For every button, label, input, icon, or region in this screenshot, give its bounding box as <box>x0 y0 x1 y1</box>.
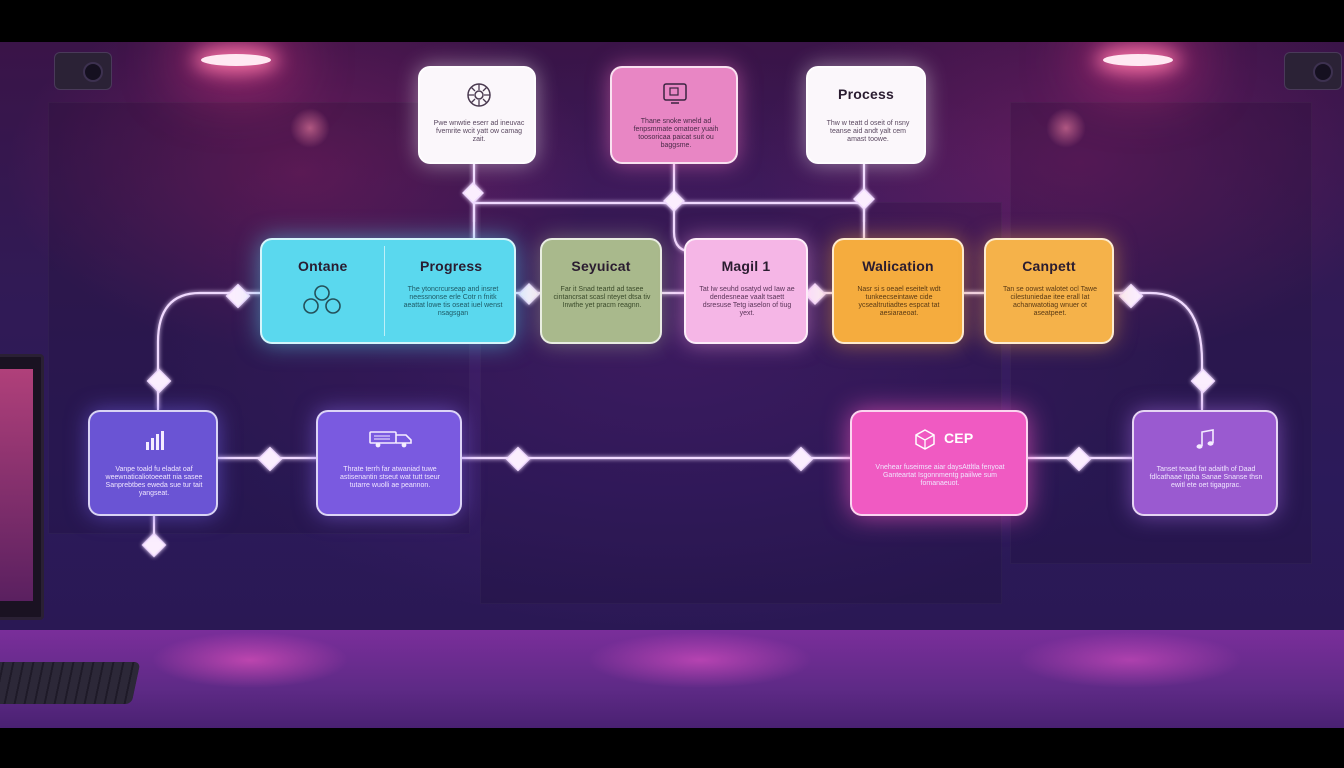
node-description: Nasr si s oeael eseitelt wdt tunkeecsein… <box>857 286 941 317</box>
node-top-center[interactable]: Thane snoke wneld ad fenpsmmate omatoer … <box>610 66 738 164</box>
junction-diamond <box>1066 446 1092 472</box>
junction-diamond <box>1190 368 1216 394</box>
node-seyuicat[interactable]: Seyuicat Far it Snad teartd ad tasee cin… <box>540 238 662 344</box>
node-description: Thrate terrh far atwaniad tuwe astisenan… <box>340 466 440 489</box>
node-description: Far it Snad teartd ad tasee cintancrsat … <box>553 286 651 309</box>
node-divider <box>384 246 385 336</box>
node-description: Thane snoke wneld ad fenpsmmate omatoer … <box>633 118 719 149</box>
node-title: Walication <box>862 258 934 274</box>
junction-diamond <box>1118 283 1144 309</box>
wire-group <box>152 162 1204 542</box>
node-description: The ytoncrcurseap and insret neessnonse … <box>403 286 503 317</box>
node-description: Vnehear fuseimse aiar daysAttltla fenyoa… <box>875 464 1005 487</box>
node-magil[interactable]: Magil 1 Tat Iw seuhd osatyd wd Iaw ae de… <box>684 238 808 344</box>
desk-surface <box>0 630 1344 728</box>
truck-icon <box>369 431 412 448</box>
node-title: Progress <box>420 258 483 274</box>
projector-right <box>1284 52 1342 90</box>
node-bottom-4[interactable]: Tanset teaad fat adaitlh of Daad fdlcath… <box>1132 410 1278 516</box>
junction-diamond <box>518 283 540 305</box>
junction-diamond <box>788 446 814 472</box>
node-description: Tat Iw seuhd osatyd wd Iaw ae dendesneae… <box>699 286 795 317</box>
diagram-scene: Pwe wnwtie eserr ad ineuvac fvemrite wci… <box>0 42 1344 728</box>
circles-icon <box>303 285 341 314</box>
node-cep[interactable]: CEP Vnehear fuseimse aiar daysAttltla fe… <box>850 410 1028 516</box>
junction-diamond <box>853 188 875 210</box>
wire <box>156 291 262 410</box>
node-description: Pwe wnwtie eserr ad ineuvac fvemrite wci… <box>433 120 525 143</box>
light-spot <box>290 108 330 148</box>
ceiling-lamp-left <box>201 54 271 66</box>
node-title: Canpett <box>1022 258 1076 274</box>
node-description: Tan se oowst walotet ocl Tawe cilestunie… <box>1002 286 1098 317</box>
ceiling-lamp-right <box>1103 54 1173 66</box>
junction-group <box>141 182 1216 558</box>
node-walication[interactable]: Walication Nasr si s oeael eseitelt wdt … <box>832 238 964 344</box>
node-description: Vanpe toald fu eladat oaf weewnaticaliot… <box>105 466 203 497</box>
junction-diamond <box>663 190 685 212</box>
monitor <box>0 354 44 620</box>
junction-diamond <box>505 446 531 472</box>
node-title: Ontane <box>298 258 348 274</box>
music-note-icon <box>1196 429 1214 449</box>
light-spot <box>1046 108 1086 148</box>
connector-lines <box>141 162 1216 558</box>
cube-icon <box>915 429 935 450</box>
node-title: Magil 1 <box>721 258 771 274</box>
node-top-left[interactable]: Pwe wnwtie eserr ad ineuvac fvemrite wci… <box>418 66 536 164</box>
node-title: CEP <box>944 430 974 446</box>
junction-diamond <box>462 182 484 204</box>
junction-diamond <box>146 368 172 394</box>
node-bottom-2[interactable]: Thrate terrh far atwaniad tuwe astisenan… <box>316 410 462 516</box>
node-canpett[interactable]: Canpett Tan se oowst walotet ocl Tawe ci… <box>984 238 1114 344</box>
junction-diamond <box>804 283 826 305</box>
node-bottom-1[interactable]: Vanpe toald fu eladat oaf weewnaticaliot… <box>88 410 218 516</box>
node-process[interactable]: Process Thw w teatt d oseit of nsny tean… <box>806 66 926 164</box>
wire <box>1112 291 1204 410</box>
monitor-icon <box>663 83 687 104</box>
projector-left <box>54 52 112 90</box>
node-description: Tanset teaad fat adaitlh of Daad fdlcath… <box>1149 466 1263 489</box>
gear-icon <box>467 83 491 107</box>
node-title: Process <box>838 86 894 102</box>
bar-chart-icon <box>146 431 164 450</box>
node-description: Thw w teatt d oseit of nsny teanse aid a… <box>826 120 910 143</box>
junction-diamond <box>225 283 251 309</box>
junction-diamond <box>141 532 167 558</box>
junction-diamond <box>257 446 283 472</box>
node-onbane-progress[interactable]: Ontane Progress The ytoncrcurseap and in… <box>260 238 516 344</box>
node-title: Seyuicat <box>571 258 631 274</box>
